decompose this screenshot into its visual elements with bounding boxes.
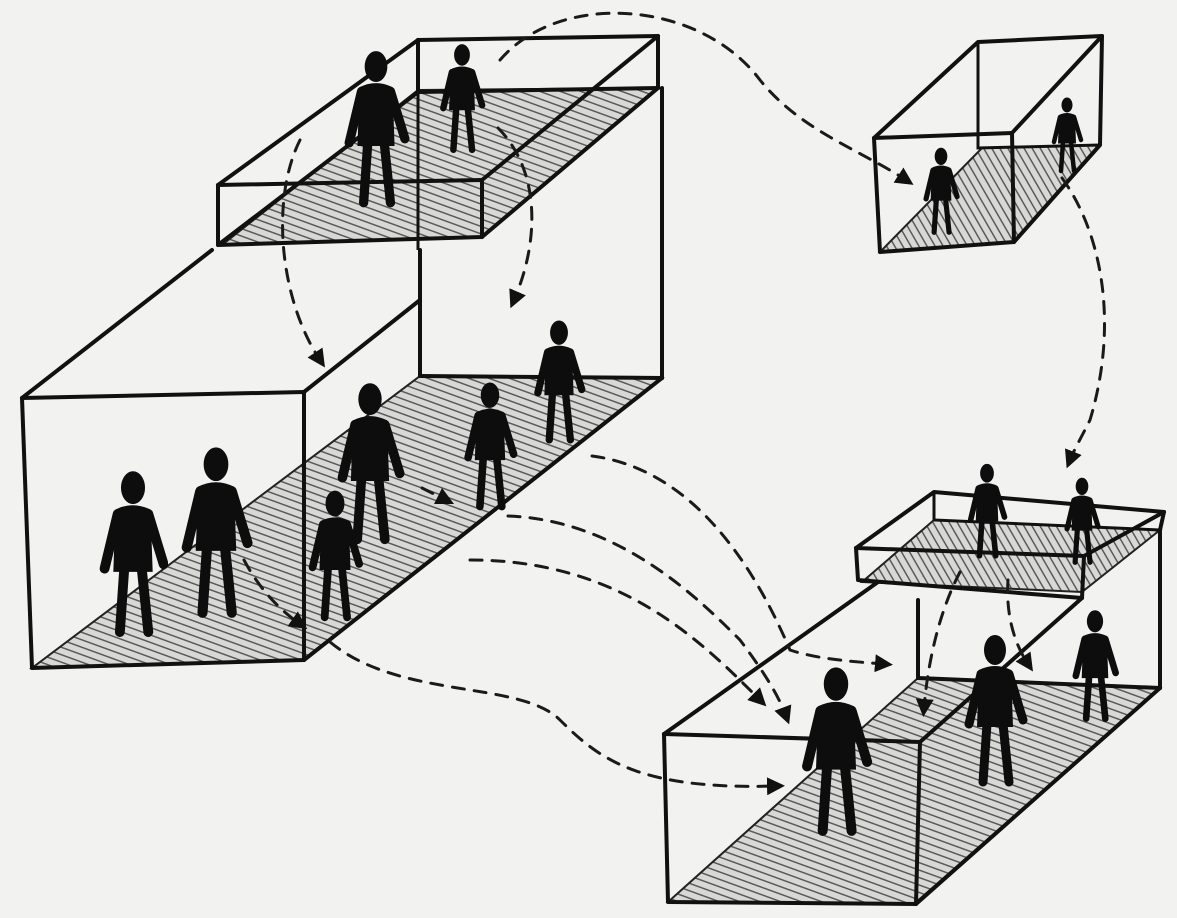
upper-floor-hatching xyxy=(219,86,661,247)
small-elevated-volume xyxy=(872,34,1104,254)
flow-arrows xyxy=(242,11,1106,796)
lower-right-upper-floor-hatching xyxy=(859,518,1163,594)
small-floor-hatching xyxy=(877,143,1103,254)
